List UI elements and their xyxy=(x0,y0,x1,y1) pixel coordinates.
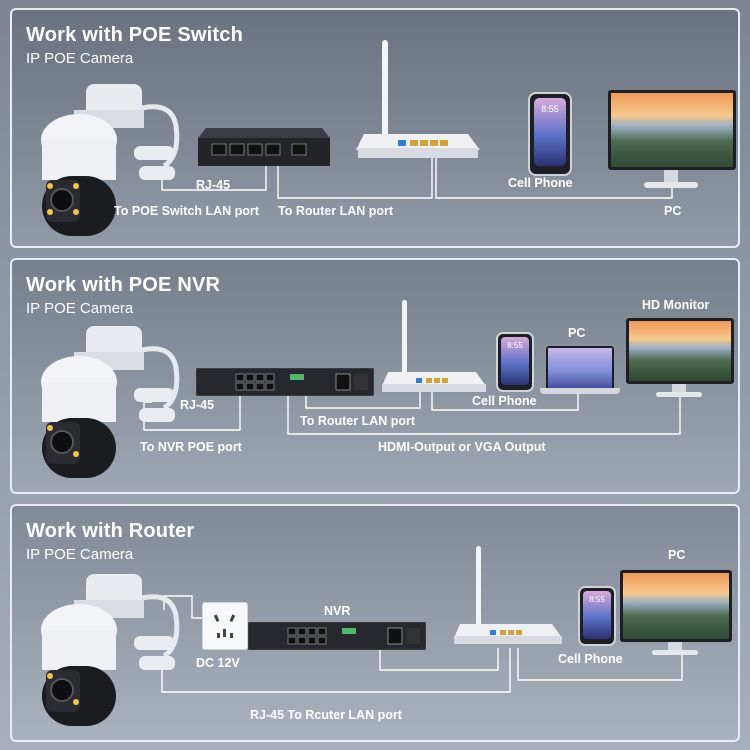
pc-label: PC xyxy=(568,326,586,340)
phone-clock: 8:55 xyxy=(501,337,529,385)
ptz-camera-icon xyxy=(41,574,180,726)
nvr-icon xyxy=(248,622,426,650)
monitor-stand xyxy=(668,642,682,650)
pc-label: PC xyxy=(664,204,682,218)
to-switch-label: To POE Switch LAN port xyxy=(114,204,259,218)
panel-router: Work with Router IP POE Camera xyxy=(10,504,740,742)
poe-switch-icon xyxy=(198,128,330,166)
wifi-router-icon xyxy=(454,546,562,644)
cell-phone-label: Cell Phone xyxy=(508,176,573,190)
to-router-label: To Router LAN port xyxy=(278,204,394,218)
to-nvr-label: To NVR POE port xyxy=(140,440,242,454)
cell-phone-icon: 8:55 xyxy=(496,332,534,392)
rj45-label: RJ-45 xyxy=(180,398,215,412)
hdmi-label: HDMI-Output or VGA Output xyxy=(378,440,546,454)
rj45-router-label: RJ-45 To Rcuter LAN port xyxy=(250,708,402,722)
section-subtitle: IP POE Camera xyxy=(26,546,134,563)
wifi-router-icon xyxy=(382,300,486,392)
cell-phone-icon: 8:55 xyxy=(578,586,616,646)
power-socket-icon xyxy=(202,602,248,650)
section-subtitle: IP POE Camera xyxy=(26,50,134,67)
monitor-base xyxy=(644,182,698,188)
dc-12v-label: DC 12V xyxy=(196,656,240,670)
hd-monitor-label: HD Monitor xyxy=(642,298,710,312)
cell-phone-label: Cell Phone xyxy=(472,394,537,408)
laptop-base xyxy=(540,388,620,394)
monitor-base xyxy=(656,392,702,397)
connection-lines xyxy=(161,595,683,693)
cell-phone-icon: 8:55 xyxy=(528,92,572,176)
panel-poe-nvr: Work with POE NVR IP POE Camera xyxy=(10,258,740,494)
laptop-pc-icon xyxy=(546,346,614,390)
section-title: Work with Router xyxy=(26,520,195,542)
section-title: Work with POE Switch xyxy=(26,24,243,46)
cell-phone-label: Cell Phone xyxy=(558,652,623,666)
monitor-stand xyxy=(672,384,686,392)
wifi-router-icon xyxy=(356,40,480,158)
monitor-stand xyxy=(664,170,678,184)
section-subtitle: IP POE Camera xyxy=(26,300,134,317)
monitor-base xyxy=(652,650,698,655)
pc-monitor-icon xyxy=(620,570,732,642)
panel-poe-switch: Work with POE Switch IP POE Camera xyxy=(10,8,740,248)
pc-monitor-icon xyxy=(608,90,736,170)
ptz-camera-icon xyxy=(41,326,180,478)
poe-nvr-icon xyxy=(196,368,374,396)
section-title: Work with POE NVR xyxy=(26,274,221,296)
ptz-camera-icon xyxy=(41,84,180,236)
nvr-label: NVR xyxy=(324,604,351,618)
phone-clock: 8:55 xyxy=(534,98,566,166)
to-router-label: To Router LAN port xyxy=(300,414,416,428)
phone-clock: 8:55 xyxy=(583,591,611,639)
hd-monitor-icon xyxy=(626,318,734,384)
pc-label: PC xyxy=(668,548,686,562)
rj45-label: RJ-45 xyxy=(196,178,231,192)
